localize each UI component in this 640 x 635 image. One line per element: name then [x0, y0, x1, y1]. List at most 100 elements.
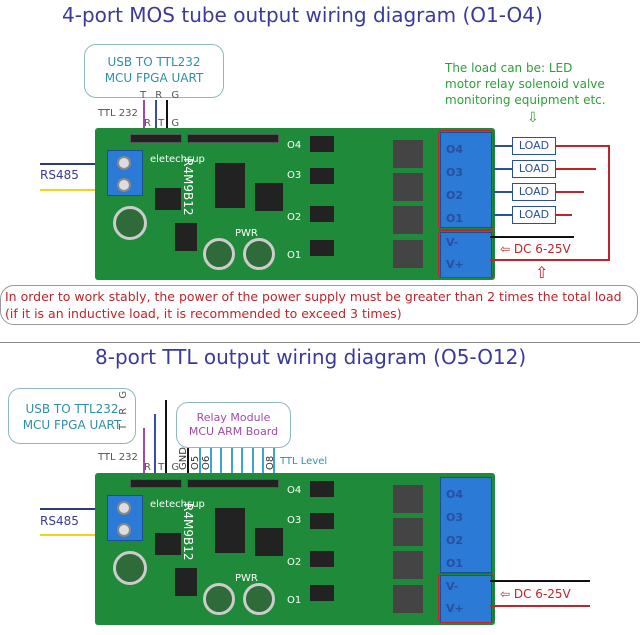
- power-terminal: [440, 232, 492, 278]
- board-pins: R T G: [144, 118, 182, 129]
- capacitor: [203, 583, 235, 615]
- uart-box-top: USB TO TTL232 MCU FPGA UART: [84, 44, 224, 98]
- wire-rx: [154, 414, 156, 473]
- mosfet: [393, 551, 423, 579]
- wire-gnd: [165, 400, 167, 473]
- io-header: [187, 134, 279, 143]
- load-box-4: LOAD: [512, 206, 556, 224]
- red-wire: [556, 214, 572, 216]
- power-highlight: [438, 230, 494, 278]
- capacitor: [243, 583, 275, 615]
- ttl-output-wire: [262, 448, 264, 473]
- rs485-a-wire: [40, 534, 125, 536]
- rs485-label: RS485: [40, 514, 79, 528]
- regulator: [175, 568, 197, 596]
- note-line-1: The load can be: LED: [445, 61, 573, 75]
- note-line-3: monitoring equipment etc.: [445, 93, 606, 107]
- ic-chip: [255, 528, 283, 556]
- load-note: The load can be: LED motor relay solenoi…: [445, 60, 606, 108]
- mosfet: [393, 485, 423, 513]
- wire-tx: [143, 100, 145, 145]
- screw: [117, 523, 131, 537]
- power-terminal: [440, 575, 492, 623]
- mosfet: [310, 240, 334, 256]
- o5-label: O5: [190, 455, 201, 470]
- relay-box: Relay Module MCU ARM Board: [176, 402, 291, 448]
- wire-tx: [143, 428, 145, 473]
- output-labels: O4 O3 O2 O1: [446, 138, 463, 230]
- ic-chip: [215, 163, 245, 208]
- relay-line-2: MCU ARM Board: [188, 425, 279, 438]
- capacitor: [243, 238, 275, 270]
- load-box-3: LOAD: [512, 183, 556, 201]
- power-warning: In order to work stably, the power of th…: [0, 285, 638, 325]
- mosfet: [310, 136, 334, 152]
- pwr-silk: PWR: [235, 573, 258, 584]
- dc-label: ⇦ DC 6-25V: [500, 587, 571, 601]
- note-line-2: motor relay solenoid valve: [445, 77, 605, 91]
- load-box-1: LOAD: [512, 137, 556, 155]
- wire-gnd: [166, 100, 168, 145]
- capacitor: [113, 206, 147, 240]
- load-wire: [494, 214, 512, 216]
- black-wire: [490, 236, 574, 238]
- ttl-output-wire: [272, 448, 275, 473]
- out-o1: O1: [446, 212, 464, 225]
- arrow-up-icon: ⇧: [535, 263, 549, 282]
- capacitor: [113, 551, 147, 585]
- output-labels: O4 O3 O2 O1: [446, 483, 463, 575]
- ic-chip: [155, 188, 181, 210]
- uart-box-bottom: USB TO TTL232 MCU FPGA UART: [8, 388, 136, 444]
- ttl-level-label: TTL Level: [280, 456, 328, 467]
- red-wire: [490, 605, 590, 607]
- rs485-a-wire: [40, 189, 125, 191]
- top-title: 4-port MOS tube output wiring diagram (O…: [62, 3, 543, 27]
- out-o2: O2: [446, 189, 464, 202]
- mosfet: [393, 518, 423, 546]
- load-wire: [494, 168, 512, 170]
- uart-line-1: USB TO TTL232: [25, 402, 119, 416]
- ttl-header: [130, 479, 182, 488]
- silk-o3: O3: [287, 515, 302, 526]
- power-highlight: [438, 573, 494, 623]
- model-silk: R4M9B12: [181, 503, 195, 561]
- screw: [117, 156, 131, 170]
- silk-o4: O4: [287, 485, 302, 496]
- out-o4: O4: [446, 143, 464, 156]
- red-wire: [556, 191, 584, 193]
- mosfet: [310, 168, 334, 184]
- silk-o2: O2: [287, 557, 302, 568]
- pwr-silk: PWR: [235, 228, 258, 239]
- mosfet: [393, 240, 423, 268]
- output-highlight: [438, 130, 494, 230]
- out-o3: O3: [446, 511, 464, 524]
- pcb-board-top: eletechsup R4M9B12 PWR O4 O3 O2 O1: [95, 128, 495, 280]
- v-minus: V-: [446, 580, 459, 593]
- brand-silk: eletechsup: [150, 499, 205, 510]
- uart-line-2: MCU FPGA UART: [22, 418, 122, 432]
- v-minus: V-: [446, 236, 459, 249]
- silk-o1: O1: [287, 250, 302, 261]
- power-labels: V- V+: [446, 232, 464, 276]
- dc-label: ⇦ DC 6-25V: [500, 242, 571, 256]
- mosfet: [393, 140, 423, 168]
- io-header: [187, 479, 279, 488]
- red-wire: [556, 168, 596, 170]
- dc-text: DC 6-25V: [513, 242, 571, 256]
- ttl-label: TTL 232: [98, 108, 138, 119]
- silk-o4: O4: [287, 140, 302, 151]
- uart-pins: T R G: [140, 90, 183, 101]
- out-o2: O2: [446, 534, 464, 547]
- black-wire: [490, 580, 590, 582]
- board-pins: R T G: [144, 462, 182, 473]
- ic-chip: [255, 183, 283, 211]
- red-wire: [556, 145, 610, 147]
- red-wire: [490, 259, 610, 261]
- ic-chip: [155, 533, 181, 555]
- output-terminal: [440, 132, 492, 228]
- out-o3: O3: [446, 166, 464, 179]
- relay-line-1: Relay Module: [196, 411, 271, 424]
- out-o1: O1: [446, 557, 464, 570]
- load-wire: [494, 145, 512, 147]
- ttl-output-wire: [209, 448, 212, 473]
